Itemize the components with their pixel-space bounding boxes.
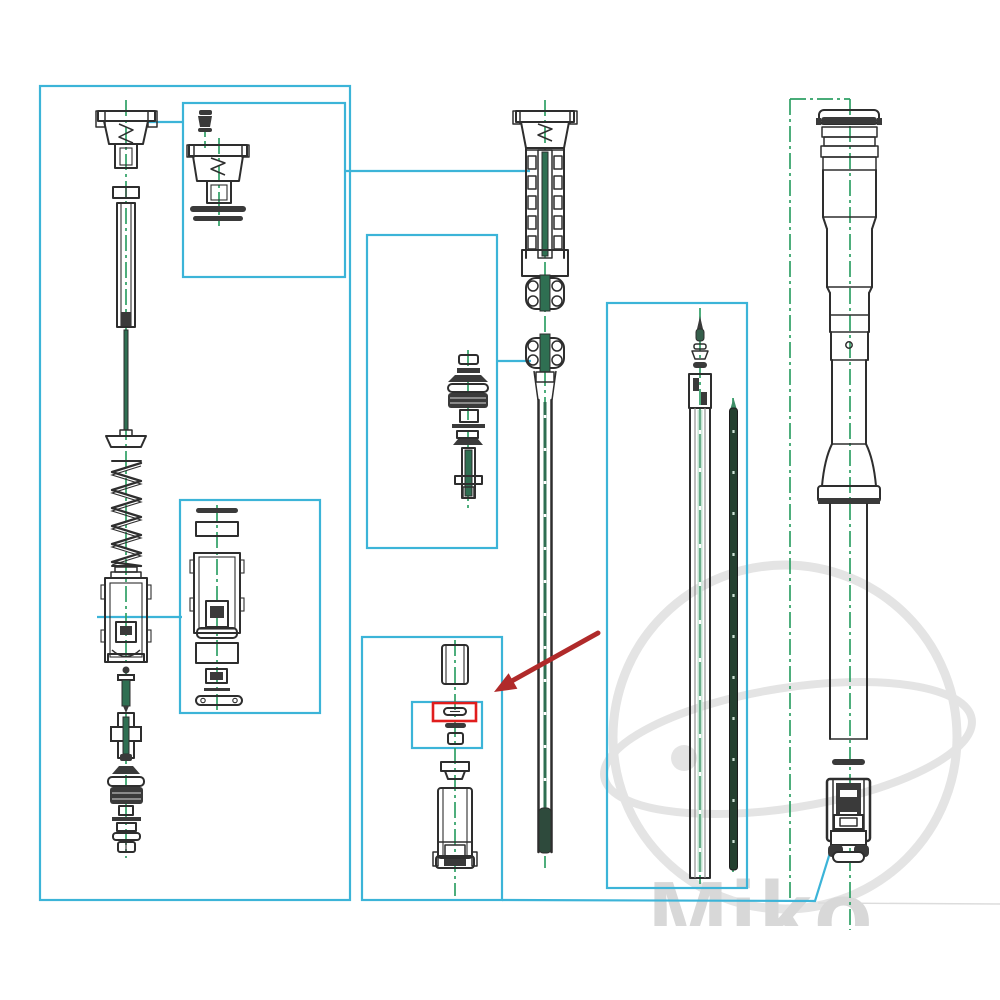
square-seal <box>447 732 464 745</box>
leader-lines <box>97 120 835 903</box>
bushing-cylinder <box>441 644 469 685</box>
slotted-end-washer <box>195 695 243 706</box>
cone-washer-2 <box>453 439 483 445</box>
seal-cap <box>440 761 470 780</box>
rebound-needle <box>117 674 135 713</box>
o-ring-bar-2 <box>193 216 243 221</box>
cap-washer <box>112 186 140 199</box>
leader-axle-to-detail <box>501 842 835 903</box>
watermark-dot <box>671 745 697 771</box>
small-square-ring <box>205 668 228 684</box>
highlighted-slotted-washer <box>443 707 467 716</box>
tube-lower <box>829 503 868 740</box>
tube-top-cap <box>816 109 882 171</box>
square-ring <box>459 409 479 423</box>
piston-stack-detail <box>447 354 489 499</box>
callout-boxes <box>38 84 749 902</box>
fork-spring <box>110 460 143 568</box>
spring-seat-washer <box>105 429 147 448</box>
cap-detail <box>186 144 250 204</box>
rect-ring <box>195 521 239 537</box>
base-valve <box>110 712 142 761</box>
lens-washer <box>445 723 466 728</box>
top-cap-detail-box <box>181 101 347 279</box>
pointer-arrow-head <box>494 673 518 692</box>
rods-group <box>688 316 738 879</box>
cartridge-assembly <box>512 110 578 854</box>
cone-washer <box>448 375 488 382</box>
shim <box>204 688 230 691</box>
piston-shim-stack-left <box>107 766 145 853</box>
top-cap-detail <box>186 110 250 221</box>
axle-clamp-foot <box>825 777 872 863</box>
damper-body-detail-box <box>178 498 322 715</box>
preload-spacer-tube <box>116 202 136 328</box>
red-highlight-box <box>431 701 478 723</box>
rod-end <box>454 447 483 499</box>
push-rod-with-tip <box>688 316 712 879</box>
thin-shim <box>457 368 480 373</box>
seal-block <box>195 642 239 664</box>
air-valve <box>198 110 212 132</box>
thin-washer <box>196 508 238 513</box>
push-rod-upper <box>123 329 129 431</box>
cartridge-cap <box>512 110 578 149</box>
round-washer <box>447 383 489 393</box>
piston-grooved <box>448 393 488 408</box>
dust-washer <box>832 759 865 765</box>
rods-box <box>605 301 749 890</box>
centerlines <box>125 98 851 930</box>
damper-tube-detail <box>189 552 245 639</box>
fork-top-cap <box>95 110 158 169</box>
outer-fork-tube <box>816 109 882 863</box>
damper-body <box>100 577 152 663</box>
cartridge-piston-lower <box>525 333 565 401</box>
highlight-group <box>431 630 601 723</box>
top-nut <box>458 354 479 365</box>
piston-stack-detail-box <box>365 233 499 550</box>
left-assembly-box <box>38 84 352 902</box>
left-exploded-column <box>95 110 158 853</box>
tube-upper-sections <box>822 169 877 445</box>
spring-guide-rod <box>729 398 738 871</box>
bottom-parts-detail <box>432 644 478 869</box>
watermark-text: Miko <box>648 862 875 969</box>
small-rect-ring <box>456 430 479 439</box>
cartridge-piston-upper <box>525 274 565 312</box>
o-ring-bar-1 <box>190 206 246 212</box>
watermark-logo: Miko <box>600 560 1000 969</box>
check-ball <box>122 666 130 674</box>
bottom-body <box>432 787 478 869</box>
damper-rod-long <box>537 398 553 854</box>
damper-body-detail <box>189 508 245 706</box>
wide-shim <box>452 424 485 428</box>
tube-bell-and-collar <box>817 443 881 504</box>
pointer-arrow-shaft <box>507 630 601 685</box>
bottom-parts-detail-box <box>360 635 504 902</box>
